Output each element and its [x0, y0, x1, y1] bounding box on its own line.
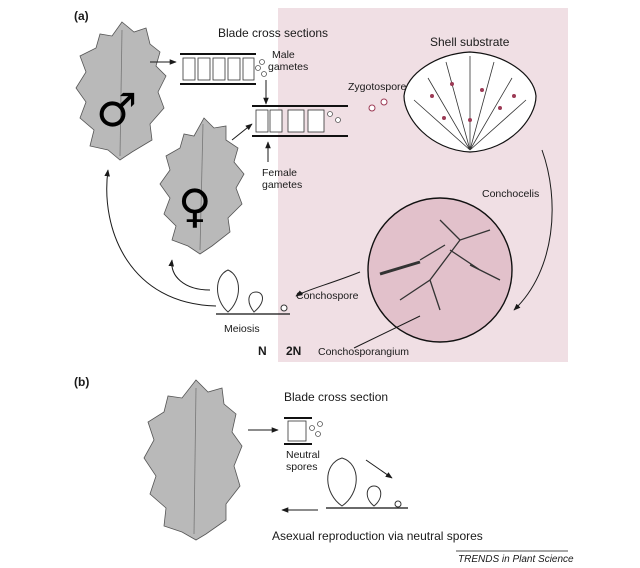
male-gametes-label-line2: gametes	[268, 61, 308, 73]
neutral-blade	[143, 379, 243, 541]
conchocelis-label: Conchocelis	[482, 188, 539, 200]
conchocelis-magnified	[367, 197, 513, 343]
female-symbol: ♀	[178, 179, 212, 233]
neutral-spore-cells	[326, 457, 408, 509]
ploidy-2n-label: 2N	[286, 344, 301, 358]
arrow-conchospore-to-male	[104, 169, 217, 307]
panel-a-label: (a)	[74, 9, 89, 23]
male-cross-section	[180, 53, 267, 85]
arrow-circle-to-conchospore	[295, 271, 361, 297]
female-gametes-label-line2: gametes	[262, 179, 302, 191]
arrow-conchospore-to-female	[168, 259, 211, 291]
conchospore-cells	[216, 269, 290, 315]
arrow-section-to-spores-b	[365, 459, 393, 479]
shell-substrate-label: Shell substrate	[430, 35, 510, 49]
male-symbol: ♂	[96, 83, 137, 137]
ploidy-n-label: N	[258, 344, 267, 358]
male-gametes-label-line1: Male	[272, 49, 295, 61]
female-cross-section	[252, 105, 348, 137]
zygotospore-label: Zygotospore	[348, 81, 407, 93]
arrow-female-to-section	[231, 123, 253, 141]
asexual-reproduction-label: Asexual reproduction via neutral spores	[272, 529, 483, 543]
source-credit: TRENDS in Plant Science	[458, 554, 574, 565]
male-blade	[75, 21, 167, 161]
arrow-shell-to-circle	[513, 149, 553, 311]
scallop-shell	[403, 51, 537, 153]
blade-cross-sections-label: Blade cross sections	[218, 26, 328, 40]
conchospore-label: Conchospore	[296, 290, 359, 302]
female-blade	[159, 117, 245, 255]
neutral-spores-label-line1: Neutral	[286, 449, 320, 461]
conchosporangium-pointer	[353, 315, 421, 349]
conchosporangium-label: Conchosporangium	[318, 346, 409, 358]
blade-cross-section-label: Blade cross section	[284, 390, 388, 404]
panel-b-label: (b)	[74, 375, 89, 389]
female-gametes-label-line1: Female	[262, 167, 297, 179]
neutral-cross-section	[284, 417, 323, 445]
meiosis-label: Meiosis	[224, 323, 260, 335]
neutral-spores-label-line2: spores	[286, 461, 318, 473]
